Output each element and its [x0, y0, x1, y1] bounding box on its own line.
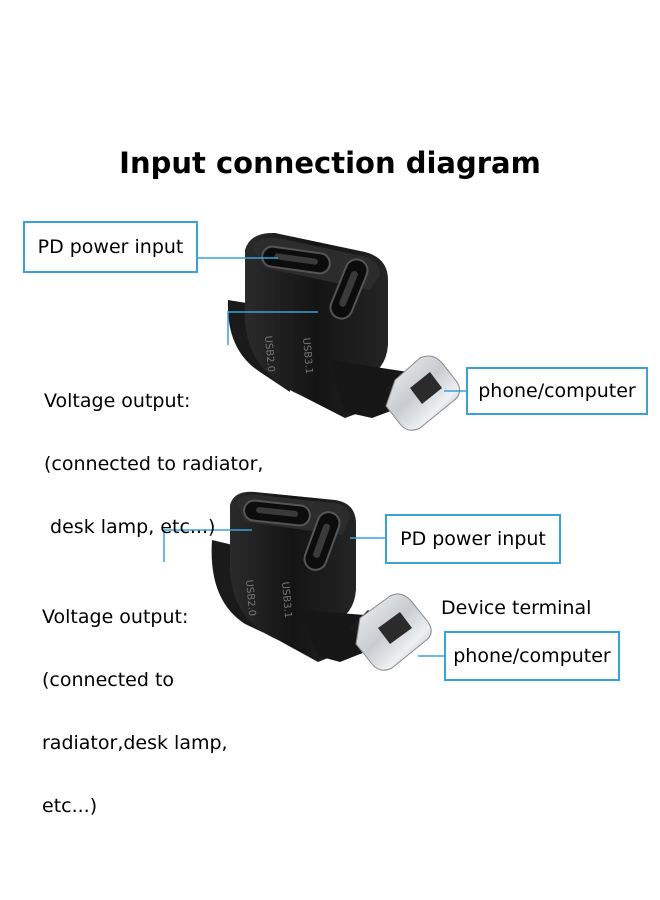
voltage-line: etc...): [42, 795, 98, 817]
usb-c-port-top-2: [329, 258, 369, 320]
usb-c-plug-bottom: [350, 593, 432, 671]
usb-c-port-top-1: [261, 245, 331, 275]
adapter-bottom: USB2.0 USB3.1: [211, 491, 432, 671]
pd-power-input-label-top: PD power input: [23, 221, 198, 273]
voltage-line: desk lamp, etc...): [44, 516, 216, 538]
port-label-bottom-2: USB3.1: [279, 581, 293, 618]
port-label-bottom-1: USB2.0: [243, 579, 257, 616]
voltage-line: Voltage output:: [42, 606, 189, 628]
usb-c-port-bottom-1: [243, 499, 311, 527]
usb-c-port-bottom-2: [303, 511, 341, 571]
diagram-title: Input connection diagram: [119, 146, 541, 180]
pd-power-input-label-bottom: PD power input: [385, 514, 561, 564]
voltage-line: Voltage output:: [44, 390, 191, 412]
phone-computer-label-bottom: phone/computer: [444, 631, 620, 681]
voltage-line: radiator,desk lamp,: [42, 732, 228, 754]
voltage-line: (connected to radiator,: [44, 453, 264, 475]
phone-computer-label-top: phone/computer: [466, 367, 648, 415]
device-terminal-text: Device terminal: [441, 597, 592, 619]
callout-lines-bottom: [163, 529, 444, 657]
port-label-top-1: USB2.0: [262, 335, 276, 372]
voltage-line: (connected to: [42, 669, 175, 691]
usb-c-plug-top: [385, 355, 461, 431]
adapter-top: USB2.0 USB3.1: [227, 232, 461, 431]
port-label-top-2: USB3.1: [300, 337, 314, 374]
voltage-output-text-top: Voltage output: (connected to radiator, …: [44, 349, 263, 559]
voltage-output-text-bottom: Voltage output: (connected to radiator,d…: [42, 565, 228, 838]
callout-lines-top: [197, 257, 467, 392]
